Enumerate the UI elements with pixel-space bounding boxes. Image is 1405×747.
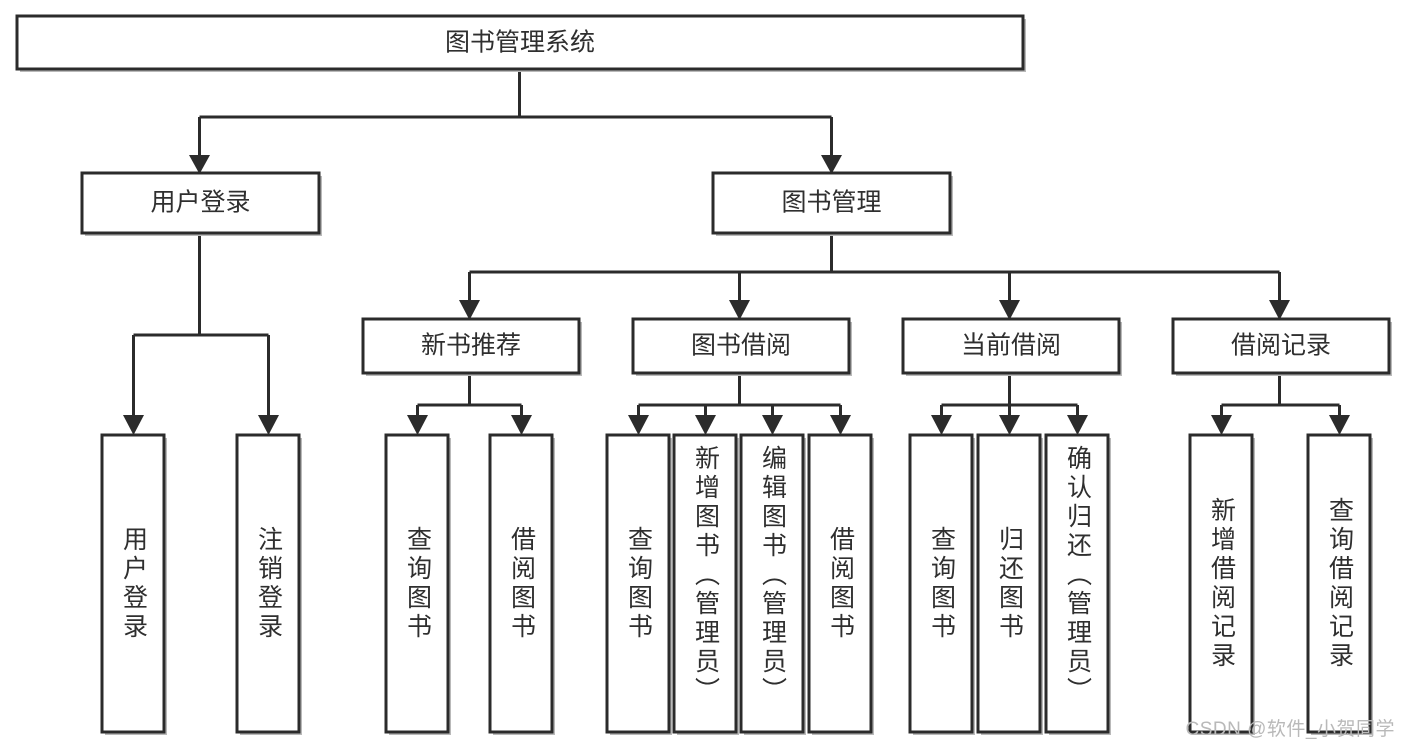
node-leaf-borrow-book-1[interactable] (488, 433, 555, 735)
node-label: 图书借阅 (691, 332, 791, 360)
node-rect (1306, 433, 1372, 734)
arrow-icon (1067, 415, 1088, 435)
node-root[interactable]: 图书管理系统 (15, 14, 1026, 72)
arrow-icon (1329, 415, 1350, 435)
node-label: 当前借阅 (961, 332, 1061, 360)
node-rect (901, 317, 1121, 375)
node-book-borrow[interactable]: 图书借阅 (631, 317, 852, 376)
node-leaf-user-logout[interactable] (235, 433, 302, 735)
node-leaf-edit-book[interactable] (739, 433, 806, 735)
arrow-icon (123, 415, 144, 435)
node-new-book-recommend[interactable]: 新书推荐 (361, 317, 582, 376)
node-user-login[interactable]: 用户登录 (80, 171, 322, 236)
node-leaf-confirm-return[interactable] (1044, 433, 1111, 735)
arrow-icon (999, 415, 1020, 435)
node-leaf-add-book[interactable] (672, 433, 739, 735)
node-rect (361, 317, 581, 375)
arrow-icon (931, 415, 952, 435)
node-rect (807, 433, 873, 734)
arrow-icon (695, 415, 716, 435)
node-leaf-user-login[interactable] (100, 433, 167, 735)
arrow-icon (511, 415, 532, 435)
arrow-icon (830, 415, 851, 435)
node-rect (1171, 317, 1391, 375)
node-leaf-query-book-2[interactable] (605, 433, 672, 735)
node-rect (605, 433, 671, 734)
node-leaf-query-book-1[interactable] (384, 433, 451, 735)
arrow-icon (1211, 415, 1232, 435)
node-leaf-query-record[interactable] (1306, 433, 1373, 735)
node-rect (80, 171, 321, 235)
arrow-icon (258, 415, 279, 435)
node-rect (1188, 433, 1254, 734)
node-rect (631, 317, 851, 375)
node-rect (488, 433, 554, 734)
node-current-borrow[interactable]: 当前借阅 (901, 317, 1122, 376)
node-rect (711, 171, 952, 235)
node-rect (15, 14, 1025, 71)
arrowhead-layer (123, 155, 1350, 435)
node-leaf-borrow-book-2[interactable] (807, 433, 874, 735)
node-rect (672, 433, 738, 734)
node-rect (100, 433, 166, 734)
node-book-management[interactable]: 图书管理 (711, 171, 953, 236)
arrow-icon (628, 415, 649, 435)
node-label: 图书管理 (781, 189, 881, 217)
node-leaf-query-book-3[interactable] (908, 433, 975, 735)
node-rect (384, 433, 450, 734)
arrow-icon (459, 300, 480, 320)
watermark: CSDN @软件_小贺同学 (1185, 719, 1395, 740)
arrow-icon (762, 415, 783, 435)
node-label: 图书管理系统 (445, 29, 595, 57)
node-rect (235, 433, 301, 734)
arrow-icon (1269, 300, 1290, 320)
arrow-icon (729, 300, 750, 320)
node-label: 新书推荐 (421, 332, 521, 360)
node-layer: 图书管理系统 用户登录 图书管理 新书推荐 (15, 14, 1392, 735)
node-rect (908, 433, 974, 734)
node-rect (739, 433, 805, 734)
node-leaf-return-book[interactable] (976, 433, 1043, 735)
arrow-icon (999, 300, 1020, 320)
node-label: 用户登录 (150, 189, 250, 217)
node-borrow-record[interactable]: 借阅记录 (1171, 317, 1392, 376)
arrow-icon (821, 155, 842, 174)
node-rect (1044, 433, 1110, 734)
arrow-icon (189, 155, 210, 174)
arrow-icon (407, 415, 428, 435)
node-rect (976, 433, 1042, 734)
node-label: 借阅记录 (1231, 332, 1331, 360)
node-leaf-add-record[interactable] (1188, 433, 1255, 735)
